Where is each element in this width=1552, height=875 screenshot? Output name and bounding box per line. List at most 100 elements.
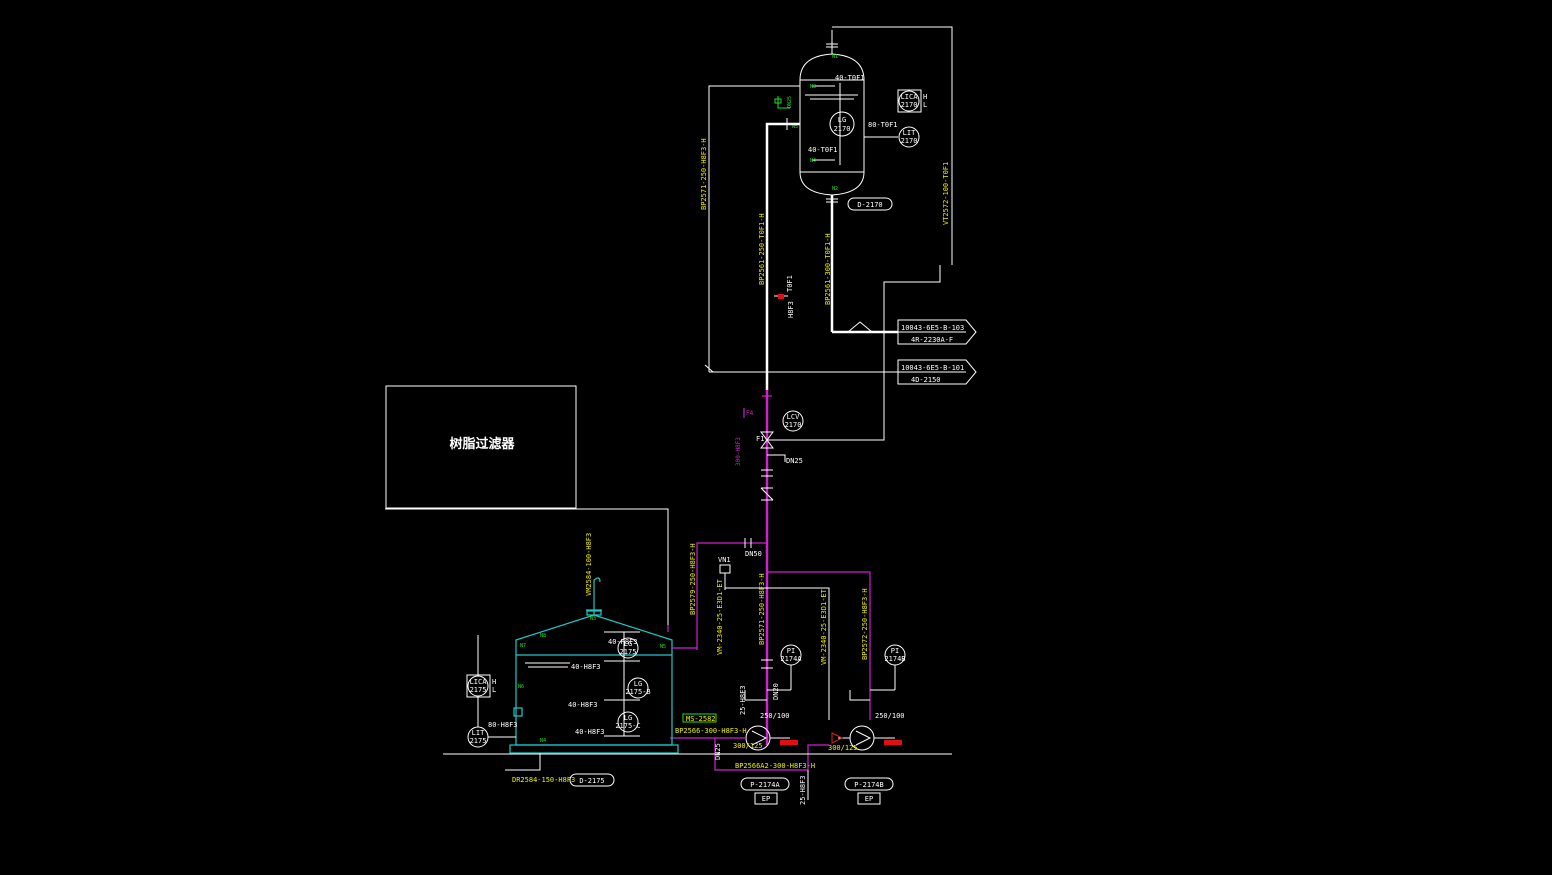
d2170-tag: D-2170 bbox=[857, 201, 882, 209]
line-bp2566: BP2566-300-H8F3-H bbox=[675, 727, 747, 735]
label-40-h8f3-3: 40-H8F3 bbox=[568, 701, 598, 709]
line-bp2572: BP2572-250-H8F3-H bbox=[861, 588, 869, 660]
lg2170-bubble bbox=[829, 111, 855, 137]
svg-text:N2: N2 bbox=[832, 186, 838, 192]
line-vt2572: VT2572-100-T0F1 bbox=[942, 162, 950, 225]
resin-filter: 树脂过滤器 bbox=[385, 385, 577, 509]
ms2582-box bbox=[682, 713, 717, 723]
line-bp2561-250: BP2561-250-T0F1-H bbox=[758, 213, 766, 285]
line-bp2566a2: BP2566A2-300-H8F3-H bbox=[735, 762, 815, 770]
label-h8f3: H8F3 bbox=[787, 301, 795, 318]
lica2175-l: L bbox=[492, 686, 496, 694]
pi2174a-tag: PI bbox=[787, 647, 795, 655]
label-80-t0f1: 80-T0F1 bbox=[868, 121, 898, 129]
label-t0f1: T0F1 bbox=[786, 275, 794, 292]
lica2170-h: H bbox=[923, 93, 927, 101]
svg-text:N5: N5 bbox=[660, 644, 666, 650]
label-f1: F1 bbox=[756, 435, 764, 443]
line-bp2561-300: BP2561-300-T0F1-H bbox=[824, 233, 832, 305]
line-vm2340-a: VM-2340-25-E3D1-ET bbox=[716, 578, 724, 655]
line-dr2584: DR2584-150-H8F3 bbox=[512, 776, 575, 784]
pi2174b-tag: PI bbox=[891, 647, 899, 655]
lcv2170-tag: LCV bbox=[787, 413, 800, 421]
lica2175-tag: LICA bbox=[470, 678, 488, 686]
line-bp2571-top: BP2571-250-H8F3-H bbox=[700, 138, 708, 210]
lit2170-tag: LIT bbox=[903, 129, 916, 137]
lit2175-num: 2175 bbox=[470, 737, 487, 745]
pump-a-service: EP bbox=[762, 795, 770, 803]
vessel-d2170: LG 2170 40-T0F1 40-T0F1 N3 N4 N1 N2 N5 D… bbox=[792, 30, 893, 332]
lg2175b-num: 2175-B bbox=[625, 688, 650, 696]
lg2175a-tag: LG bbox=[624, 640, 632, 648]
offpage-top-line2: 4R-2230A-F bbox=[911, 336, 953, 344]
label-dn25-top: DN25 bbox=[787, 96, 793, 108]
lg2170-num: 2170 bbox=[834, 125, 851, 133]
lica2170-l: L bbox=[923, 101, 927, 109]
lit2170-num: 2170 bbox=[901, 137, 918, 145]
lit2170-bubble bbox=[898, 126, 920, 148]
svg-text:N4: N4 bbox=[810, 158, 816, 164]
lit2175-tag: LIT bbox=[472, 729, 485, 737]
lg2170-tag: LG bbox=[838, 116, 846, 124]
offpage-bottom bbox=[897, 359, 977, 385]
resin-filter-label: 树脂过滤器 bbox=[449, 436, 515, 452]
label-f4: F4 bbox=[746, 410, 754, 417]
label-40-h8f3-4: 40-H8F3 bbox=[575, 728, 605, 736]
lg2175c-num: 2175-C bbox=[615, 722, 640, 730]
label-40-h8f3-1: 40-H8F3 bbox=[608, 638, 638, 646]
svg-text:N5: N5 bbox=[792, 124, 798, 130]
lcv2170-num: 2170 bbox=[785, 421, 802, 429]
label-80-h8f3: 80-H8F3 bbox=[488, 721, 518, 729]
tank-d2175: VM2584-100-H8F3 40-H8F3 40-H8F3 40-H8F3 … bbox=[509, 533, 679, 754]
pump-a-tag: P-2174A bbox=[750, 781, 780, 789]
svg-text:N8: N8 bbox=[540, 633, 546, 639]
svg-text:N3: N3 bbox=[590, 616, 596, 622]
label-40-h8f3-2: 40-H8F3 bbox=[571, 663, 601, 671]
label-300-h8f3: 300-H8F3 bbox=[735, 437, 742, 466]
pump-b-service: EP bbox=[865, 795, 873, 803]
offpage-top bbox=[897, 319, 977, 345]
pump-p2174a: 300/125 P-2174A EP bbox=[733, 725, 798, 805]
lica2175-num: 2175 bbox=[470, 686, 487, 694]
line-bp2579: BP2579-250-H8F3-H bbox=[689, 543, 697, 615]
label-dn25-mid: DN25 bbox=[786, 457, 803, 465]
lg2175c-tag: LG bbox=[624, 714, 632, 722]
pump-b-suction: 300/125 bbox=[828, 744, 858, 752]
line-vm2584: VM2584-100-H8F3 bbox=[585, 533, 593, 596]
pi2174b-num: 2174B bbox=[884, 655, 905, 663]
label-dn20: DN20 bbox=[772, 683, 780, 700]
pump-a-suction: 300/125 bbox=[733, 742, 763, 750]
label-dn50: DN50 bbox=[745, 550, 762, 558]
svg-text:N1: N1 bbox=[832, 54, 838, 60]
pi2174a-num: 2174A bbox=[780, 655, 802, 663]
label-25-h8f3-a: 25-H8F3 bbox=[739, 685, 747, 715]
pump-a-discharge: 250/100 bbox=[760, 712, 790, 720]
svg-text:N4: N4 bbox=[540, 738, 546, 744]
label-25-h8f3-b: 25-H8F3 bbox=[799, 775, 807, 805]
d2175-tag: D-2175 bbox=[579, 777, 604, 785]
label-40-t0f1-top: 40-T0F1 bbox=[835, 74, 865, 82]
lcv2170-bubble bbox=[782, 410, 804, 432]
lg2175a-num: 2175 bbox=[620, 648, 637, 656]
svg-text:N6: N6 bbox=[518, 684, 524, 690]
pump-b-discharge: 250/100 bbox=[875, 712, 905, 720]
vn1-box bbox=[719, 564, 731, 574]
offpage-bottom-line1: 10043-6E5-B-101 bbox=[901, 364, 964, 372]
svg-text:N3: N3 bbox=[810, 84, 816, 90]
label-vn1: VN1 bbox=[718, 556, 731, 564]
lica2170-tag: LICA bbox=[901, 93, 919, 101]
offpage-top-line1: 10043-6E5-B-103 bbox=[901, 324, 964, 332]
svg-text:DN25: DN25 bbox=[714, 743, 722, 760]
lg2175b-tag: LG bbox=[634, 680, 642, 688]
lica2170-box bbox=[897, 89, 922, 113]
pump-b-tag: P-2174B bbox=[854, 781, 884, 789]
label-ms2582: MS-2582 bbox=[686, 715, 716, 723]
lica2170-num: 2170 bbox=[901, 101, 918, 109]
line-bp2571-mid: BP2571-250-H8F3-H bbox=[758, 573, 766, 645]
offpage-bottom-line2: 4D-2150 bbox=[911, 376, 941, 384]
label-40-t0f1-bottom: 40-T0F1 bbox=[808, 146, 838, 154]
line-vm2340-b: VM-2340-25-E3D1-ET bbox=[820, 588, 828, 665]
lica2175-h: H bbox=[492, 678, 496, 686]
svg-text:N7: N7 bbox=[520, 643, 526, 649]
